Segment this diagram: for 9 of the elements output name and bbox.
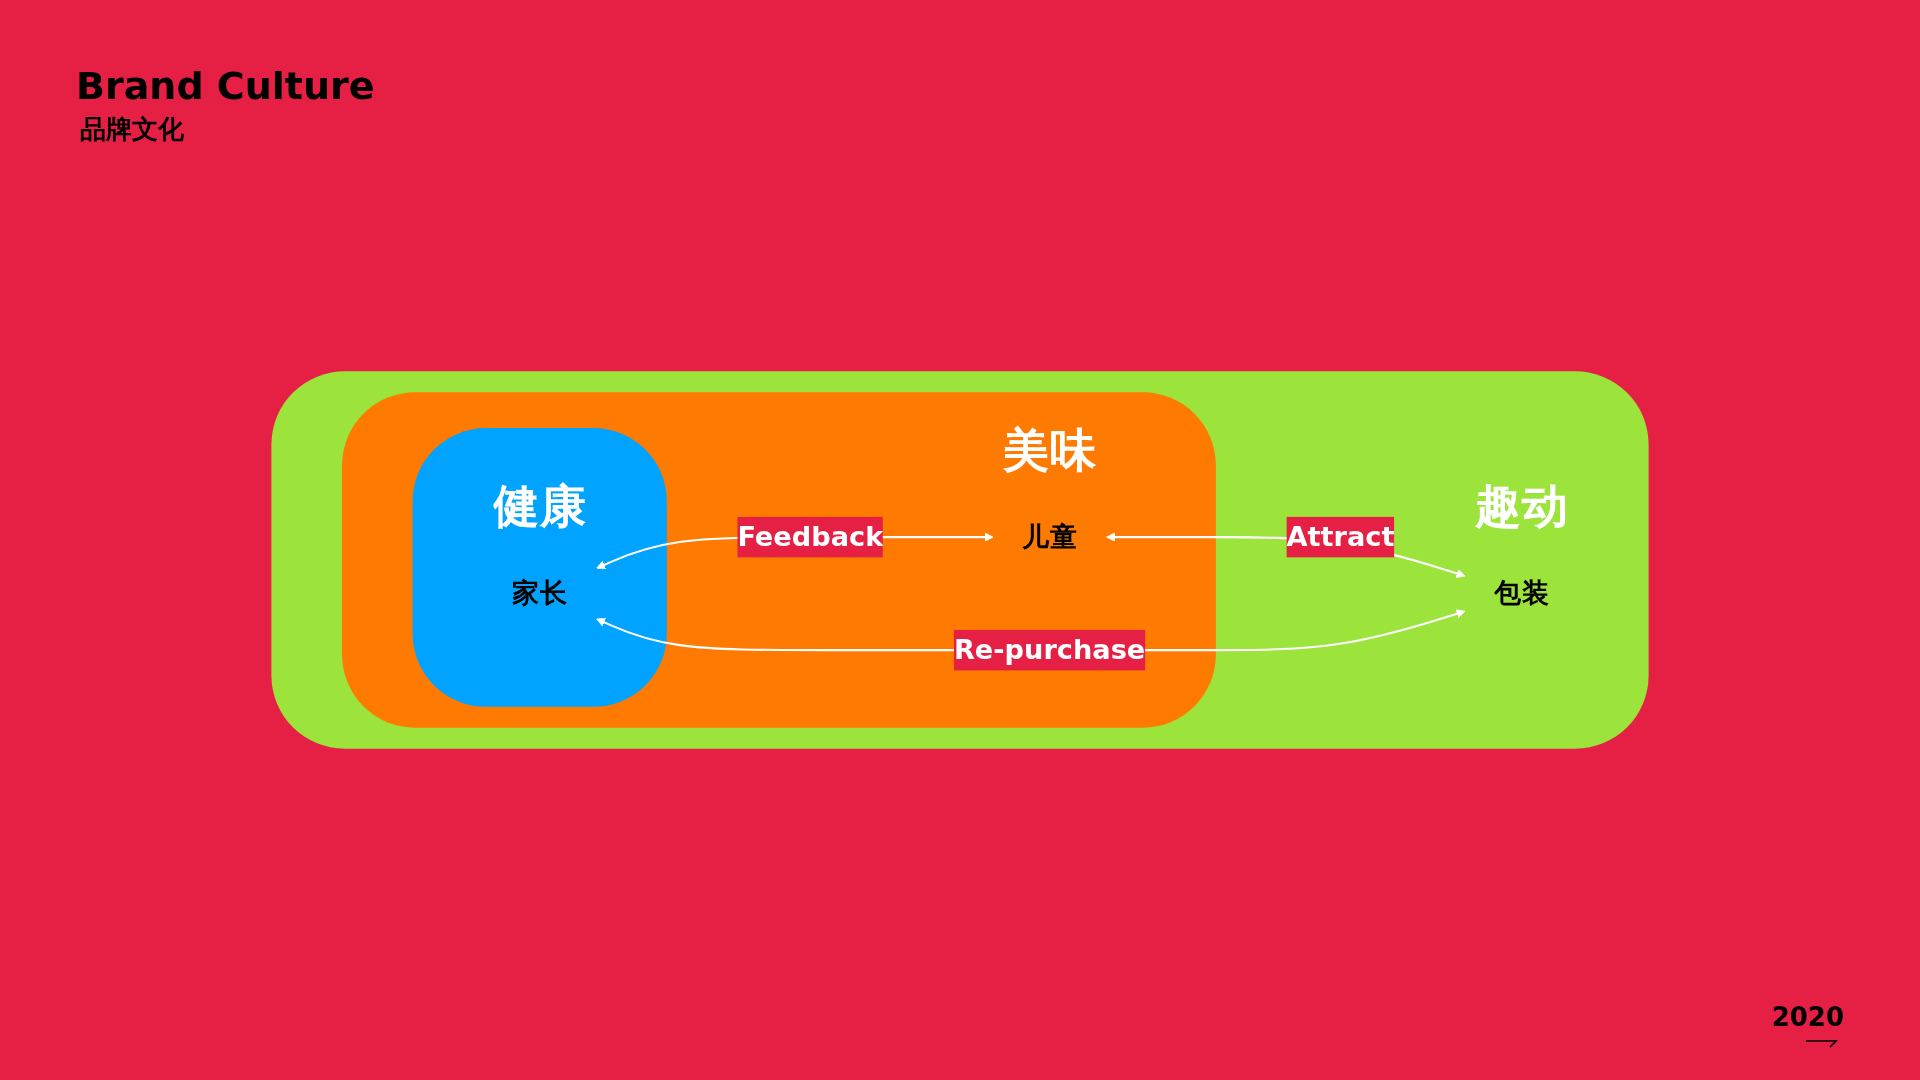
node-text: 包装 [1494,577,1549,609]
label-text: 品牌文化 [80,113,184,146]
edge-label: Feedback [737,520,884,553]
edge-label: Re-purchase [953,633,1146,666]
title: Brand Culture [76,66,375,108]
edge-label: Attract [1286,520,1395,553]
label-text: 2020 [1771,1002,1844,1032]
node-text: 儿童 [1022,520,1077,553]
node-text: 家长 [512,577,567,609]
